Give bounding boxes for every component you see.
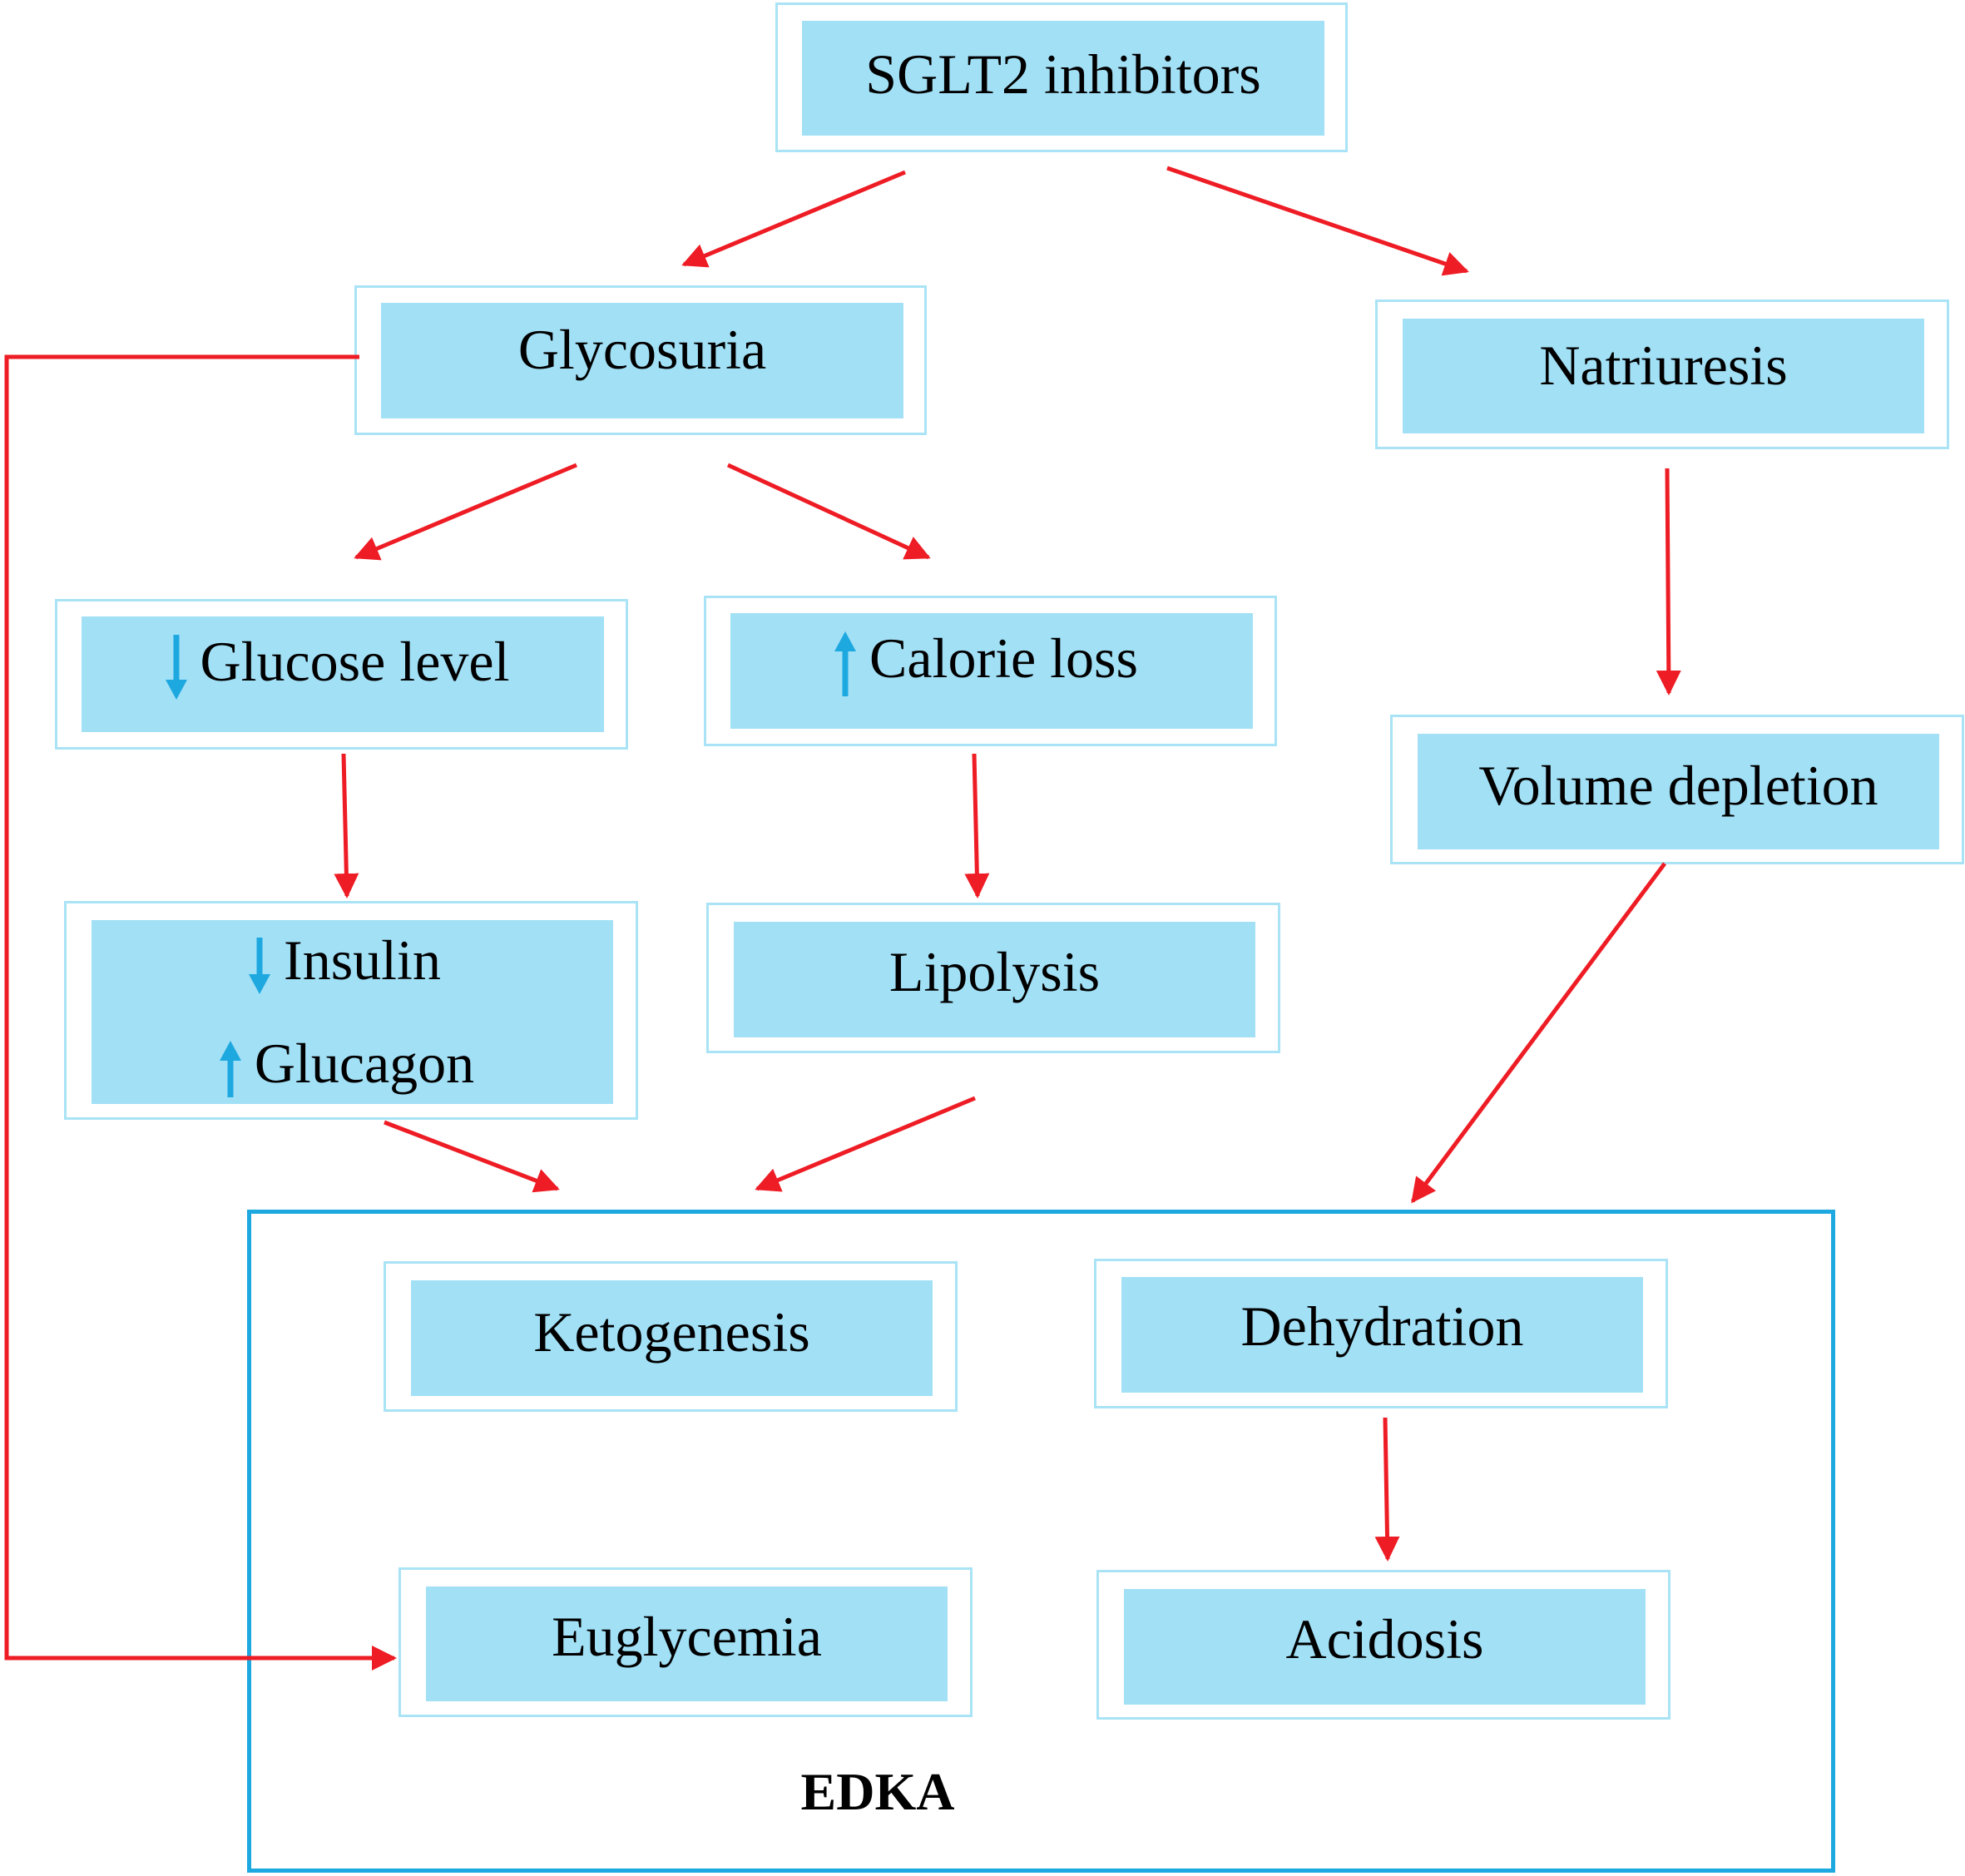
node-glucagon-label: Glucagon (254, 1032, 475, 1095)
node-insulin-label: Insulin (284, 928, 441, 992)
node-volume-depletion: Volume depletion (1390, 715, 1964, 864)
node-glucagon-row: Glucagon (79, 1035, 613, 1099)
node-acidosis-label: Acidosis (1285, 1607, 1484, 1671)
node-glycosuria: Glycosuria (354, 285, 927, 435)
arrow-sglt2-to-glycosuria (681, 170, 906, 268)
node-dehydration: Dehydration (1094, 1259, 1668, 1408)
node-ketogenesis: Ketogenesis (384, 1261, 958, 1412)
node-glycosuria-label: Glycosuria (517, 318, 767, 381)
node-glucose-level-row: Glucose level (69, 633, 604, 701)
up-arrow-icon (219, 1041, 241, 1098)
arrow-insulin-to-edka (384, 1120, 560, 1193)
arrow-glycosuria-to-calorie-loss (726, 463, 931, 560)
node-insulin-glucagon: Insulin Glucagon (64, 901, 638, 1120)
arrow-dehydration-to-acidosis (1374, 1417, 1400, 1562)
node-glucose-level-label: Glucose level (200, 630, 510, 693)
node-ketogenesis-label: Ketogenesis (533, 1300, 810, 1364)
node-lipolysis-label: Lipolysis (888, 940, 1101, 1003)
edka-label: EDKA (800, 1762, 955, 1821)
arrow-glycosuria-to-euglycemia (4, 354, 397, 1671)
node-dehydration-label: Dehydration (1240, 1294, 1524, 1358)
up-arrow-icon (834, 631, 857, 697)
arrow-glycosuria-to-glucose-level (354, 463, 577, 561)
node-sglt2-inhibitors: SGLT2 inhibitors (775, 2, 1348, 152)
node-natriuresis: Natriuresis (1375, 299, 1949, 449)
arrow-volume-depletion-to-edka (1410, 862, 1667, 1204)
node-euglycemia: Euglycemia (398, 1567, 973, 1717)
node-volume-depletion-label: Volume depletion (1478, 754, 1878, 817)
node-glucose-level: Glucose level (55, 599, 628, 750)
arrow-calorie-loss-to-lipolysis (964, 753, 990, 898)
down-arrow-icon (165, 635, 187, 700)
arrow-lipolysis-to-edka (755, 1096, 976, 1192)
node-lipolysis: Lipolysis (706, 903, 1280, 1053)
node-euglycemia-label: Euglycemia (552, 1605, 822, 1668)
edka-group-frame (247, 1210, 1835, 1873)
node-calorie-loss: Calorie loss (704, 596, 1277, 746)
arrow-natriuresis-to-volume-depletion (1656, 468, 1681, 695)
arrow-glucose-level-to-insulin (334, 753, 359, 898)
node-calorie-loss-row: Calorie loss (718, 630, 1253, 698)
node-natriuresis-label: Natriuresis (1539, 334, 1788, 397)
arrow-sglt2-to-natriuresis (1166, 166, 1469, 276)
down-arrow-icon (249, 938, 271, 995)
node-calorie-loss-label: Calorie loss (869, 626, 1138, 690)
node-sglt2-inhibitors-label: SGLT2 inhibitors (865, 42, 1261, 106)
node-insulin-row: Insulin (75, 932, 613, 996)
node-acidosis: Acidosis (1096, 1570, 1670, 1720)
